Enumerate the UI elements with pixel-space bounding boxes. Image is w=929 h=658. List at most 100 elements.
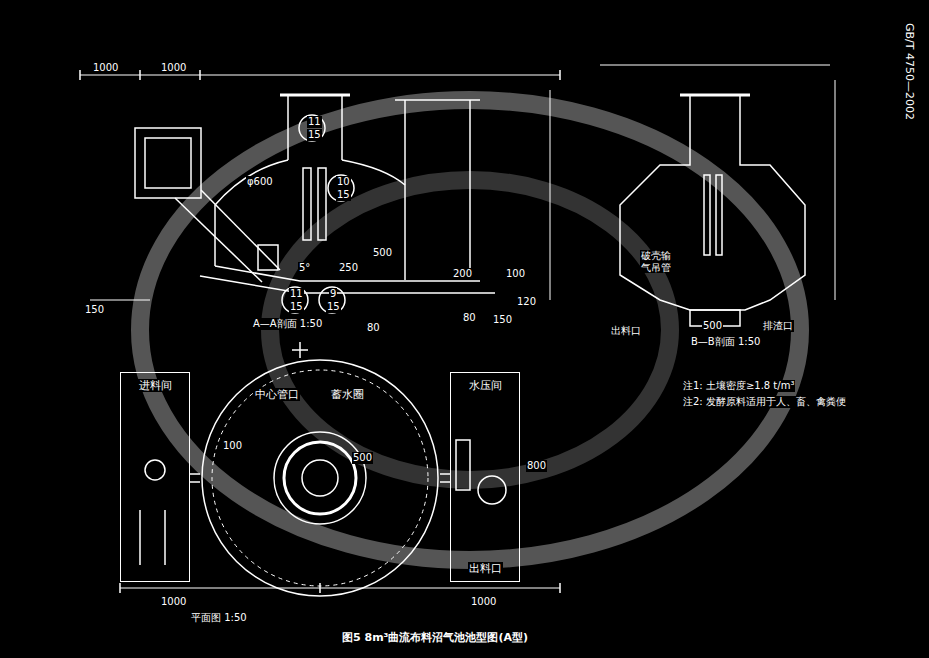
pipe-block [258,245,278,270]
dimension-line [835,80,836,300]
drawing-label: 11 [289,288,304,300]
drawing-label: φ600 [246,176,274,188]
drawing-label: 120 [516,296,537,308]
drawing-label: B—B剖面 1:50 [690,336,761,348]
dimension-tick [79,70,81,80]
drawing-label: 破壳输气吊管 [640,250,673,273]
drawing-label: 注2: 发酵原料适用于人、畜、禽粪便 [682,396,847,408]
drawing-label: 100 [505,268,526,280]
dimension-tick [559,583,561,593]
drawing-label: 500 [372,247,393,259]
inlet-chute [201,190,280,270]
dimension-tick [139,70,141,80]
callout-circle [319,287,345,313]
drawing-label: 150 [492,314,513,326]
drawing-label: A—A剖面 1:50 [252,318,323,330]
node-text: 水压间 [468,379,503,392]
chamber-box: 水压间出料口 [450,372,520,582]
digester-plan-circle: 中心管口 蓄水圈 [200,358,440,598]
outlet-hole [478,476,506,504]
digester-wall [202,360,438,596]
inner-ring [212,370,428,586]
drawing-label: 平面图 1:50 [190,612,248,624]
center-pipe [704,175,710,255]
neck-wall [341,95,343,160]
dimension-line [600,65,830,66]
outlet-wall [469,100,471,280]
drawing-label: 1000 [470,596,497,608]
drawing-label: 15 [307,129,322,141]
center-pipe [303,168,311,240]
dimension-line [80,75,560,76]
center-pipe [716,175,722,255]
drawing-label: 5° [298,262,311,274]
neck-ring [284,442,356,514]
drawing-label: 11 [307,116,322,128]
drawing-label: 80 [462,312,477,324]
inlet-detail [164,510,166,565]
pipe-line [190,481,200,483]
drawing-label: 1000 [160,62,187,74]
lid [280,94,350,97]
drawing-label: 1000 [160,596,187,608]
dome [215,160,288,205]
inlet-box-inner [145,138,191,188]
watermark-arcs [140,100,800,560]
dimension-tick [119,583,121,593]
section-b [600,65,835,326]
figure-caption: 图5 8m³曲流布料沼气池池型图(A型) [340,630,530,645]
dimension-tick [559,70,561,80]
wall [214,205,216,266]
center-pipe-ring [302,460,338,496]
circle-outline [200,358,440,598]
callout-circle [328,175,354,201]
chamber-box: 进料间 [120,372,190,582]
drawing-label: 150 [84,304,105,316]
drawing-label: 9 [329,288,337,300]
pipe-connector [190,474,200,482]
drawing-label: 15 [289,301,304,313]
node-text: 出料口 [468,562,503,575]
outlet-detail [456,440,470,490]
water-ring [274,432,366,524]
callout-circle [282,287,308,313]
neck-wall [287,95,289,160]
lid [680,94,750,97]
plan-details [120,440,560,593]
watermark-arc [140,100,800,560]
pipe-line [190,473,200,475]
drawing-label: 100 [222,440,243,452]
dimension-line [550,90,551,300]
dimension-line [120,588,560,589]
drawing-label: 800 [526,460,547,472]
standard-number: GB/T 4750—2002 [902,22,915,121]
drawing-label: 1000 [92,62,119,74]
dimension-tick [319,583,321,593]
drawing-label: 80 [366,322,381,334]
center-pipe [318,168,326,240]
outlet-top [395,99,480,101]
drawing-label: 注1: 土壤密度≥1.8 t/m³ [682,380,795,392]
node-text: 进料间 [138,379,173,392]
section-a [80,70,560,358]
drawing-label: 250 [338,262,359,274]
digester-outline [620,95,805,310]
drawing-label: 15 [326,301,341,313]
drawing-label: 15 [336,189,351,201]
outlet-wall [404,100,406,280]
inlet-box [135,128,201,198]
inlet-chute [175,198,262,282]
node-text: 中心管口 [254,388,300,401]
node-text: 蓄水圈 [330,388,365,401]
drawing-label: 500 [352,452,373,464]
pipe-line [440,473,450,475]
drawing-label: 出料口 [610,325,642,337]
drawing-label: 排渣口 [762,320,794,332]
section-mark [292,349,308,351]
dimension-line [90,300,150,301]
inlet-detail [139,510,141,565]
pipe-line [440,481,450,483]
callout-circle [299,115,325,141]
pipe-connector [440,474,450,482]
